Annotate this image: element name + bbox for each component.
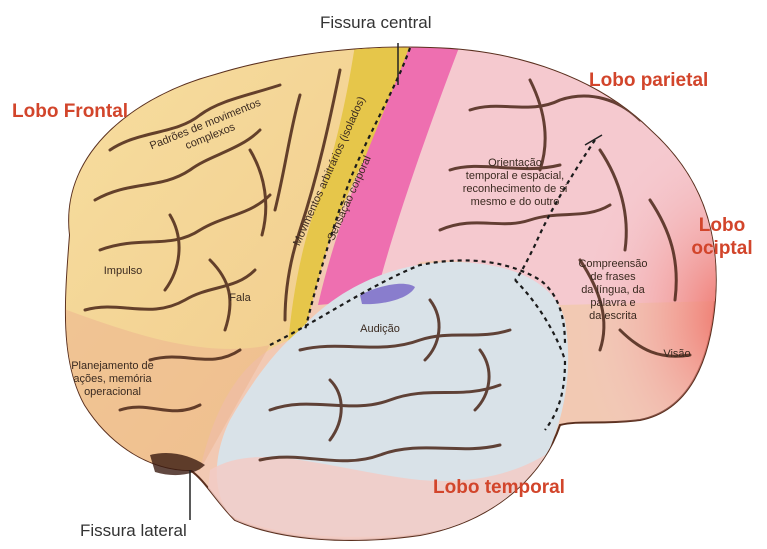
fala-label: Fala xyxy=(220,292,260,305)
compreensao-label: Compreensão de frases da língua, da pala… xyxy=(563,258,663,323)
compreensao-line-4: palavra e xyxy=(563,297,663,310)
planejamento-line-2: ações, memória xyxy=(55,373,170,386)
lobe-frontal-label: Lobo Frontal xyxy=(12,101,128,123)
planejamento-line-3: operacional xyxy=(55,386,170,399)
orientacao-line-2: temporal e espacial, xyxy=(440,170,590,183)
visao-label: Visão xyxy=(655,348,699,361)
orientacao-label: Orientação temporal e espacial, reconhec… xyxy=(440,157,590,209)
planejamento-label: Planejamento de ações, memória operacion… xyxy=(55,360,170,399)
planejamento-line-1: Planejamento de xyxy=(55,360,170,373)
compreensao-line-5: da escrita xyxy=(563,310,663,323)
lobe-occipital-label-2: ociptal xyxy=(682,238,762,260)
orientacao-line-3: reconhecimento de si xyxy=(440,183,590,196)
orientacao-line-4: mesmo e do outro xyxy=(440,196,590,209)
lobe-temporal-label: Lobo temporal xyxy=(433,477,565,499)
compreensao-line-3: da língua, da xyxy=(563,284,663,297)
lobe-parietal-label: Lobo parietal xyxy=(589,70,708,92)
orientacao-line-1: Orientação xyxy=(440,157,590,170)
compreensao-line-2: de frases xyxy=(563,271,663,284)
audicao-label: Audição xyxy=(350,323,410,336)
fissura-lateral-label: Fissura lateral xyxy=(80,521,187,541)
lobe-occipital-label-1: Lobo xyxy=(686,215,758,237)
fissura-central-label: Fissura central xyxy=(320,13,431,33)
impulso-label: Impulso xyxy=(93,265,153,278)
compreensao-line-1: Compreensão xyxy=(563,258,663,271)
